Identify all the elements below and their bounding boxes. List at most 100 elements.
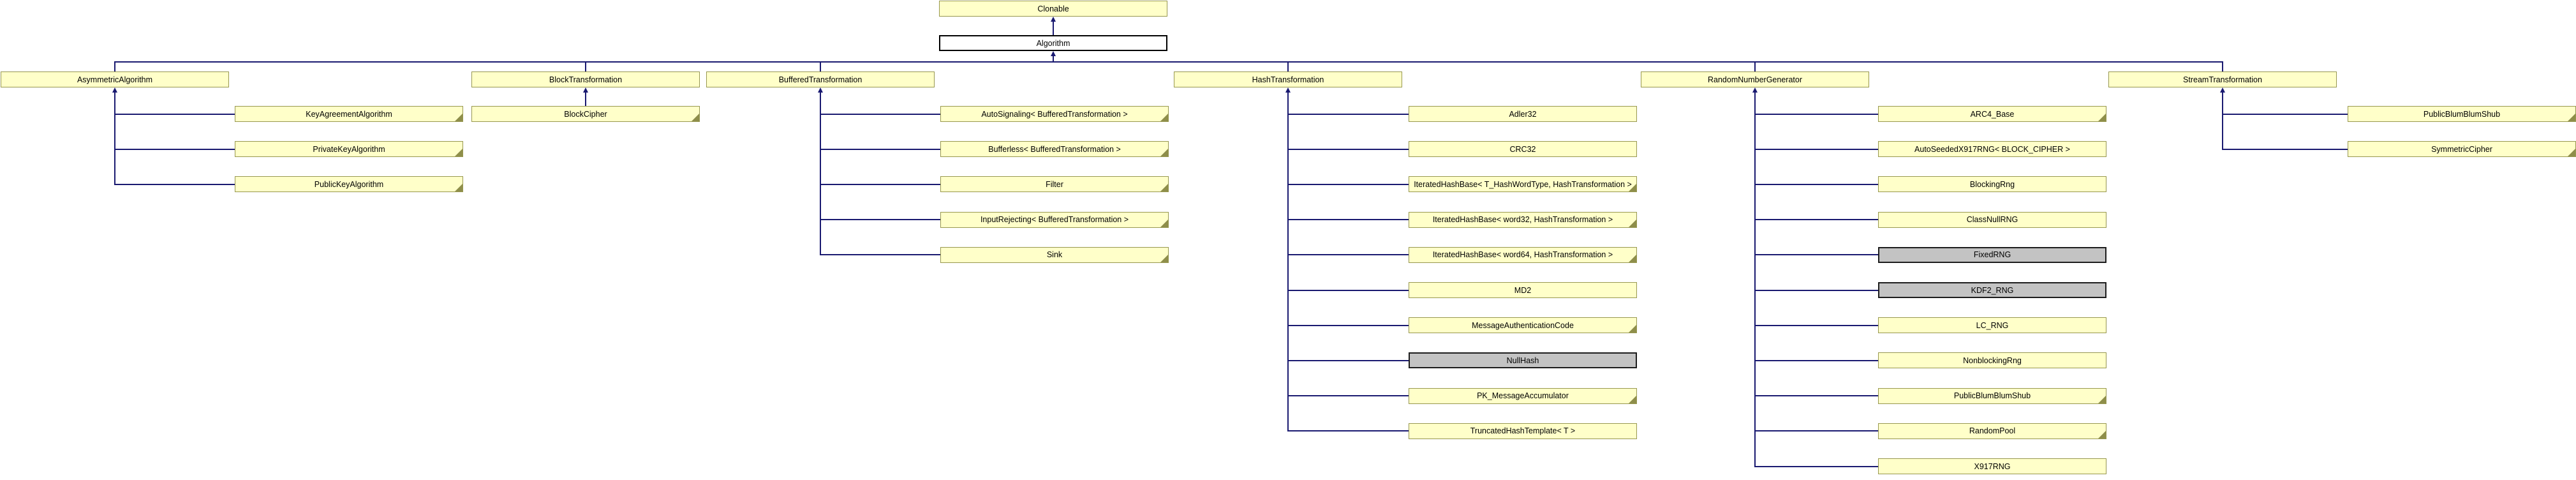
subclasses-fold-icon <box>455 114 463 121</box>
arrow-up-icon <box>1050 17 1056 22</box>
child-edge-branch <box>820 254 940 256</box>
class-node-blockcipher[interactable]: BlockCipher <box>471 106 700 122</box>
child-edge-branch <box>1755 395 1878 397</box>
subclasses-fold-icon <box>692 114 699 121</box>
arrow-up-icon <box>817 87 823 93</box>
class-node-blocktransformation[interactable]: BlockTransformation <box>471 71 700 87</box>
arrow-up-icon <box>582 87 588 93</box>
subclasses-fold-icon <box>1629 219 1636 227</box>
child-edge-branch <box>1755 113 1878 115</box>
child-edge-branch <box>1288 219 1409 221</box>
child-edge-branch <box>115 113 235 115</box>
child-edge-branch <box>1288 113 1409 115</box>
class-node-arc4-base[interactable]: ARC4_Base <box>1878 106 2106 122</box>
child-edge-branch <box>1288 359 1409 361</box>
class-node-symmetriccipher[interactable]: SymmetricCipher <box>2348 141 2576 158</box>
subclasses-fold-icon <box>455 184 463 192</box>
class-node-publickeyalgorithm[interactable]: PublicKeyAlgorithm <box>235 176 463 193</box>
class-node-publicblumblumshub[interactable]: PublicBlumBlumShub <box>2348 106 2576 122</box>
child-edge-branch <box>1755 359 1878 361</box>
subclasses-fold-icon <box>455 149 463 157</box>
class-node-autosignaling-bufferedtransformation[interactable]: AutoSignaling< BufferedTransformation > <box>940 106 1169 122</box>
subclasses-fold-icon <box>2568 149 2575 157</box>
child-edge-branch <box>1288 324 1409 326</box>
class-node-randomnumbergenerator[interactable]: RandomNumberGenerator <box>1641 71 1869 87</box>
class-node-md2[interactable]: MD2 <box>1409 282 1637 298</box>
class-node-iteratedhashbase-word64-hashtransformation[interactable]: IteratedHashBase< word64, HashTransforma… <box>1409 246 1637 263</box>
inheritance-edge-vertical <box>1053 22 1054 35</box>
class-node-inputrejecting-bufferedtransformation[interactable]: InputRejecting< BufferedTransformation > <box>940 211 1169 228</box>
subclasses-fold-icon <box>1629 395 1636 403</box>
class-node-iteratedhashbase-word32-hashtransformation[interactable]: IteratedHashBase< word32, HashTransforma… <box>1409 211 1637 228</box>
trunk-drop-edge <box>1754 61 1756 71</box>
arrow-up-icon <box>1285 87 1291 93</box>
child-edge <box>820 93 821 256</box>
class-node-streamtransformation[interactable]: StreamTransformation <box>2108 71 2337 87</box>
class-node-publicblumblumshub[interactable]: PublicBlumBlumShub <box>1878 387 2106 404</box>
class-node-x917rng[interactable]: X917RNG <box>1878 458 2106 474</box>
child-edge-branch <box>1755 289 1878 291</box>
class-node-lc-rng[interactable]: LC_RNG <box>1878 317 2106 334</box>
child-edge-branch <box>115 183 235 185</box>
class-node-filter[interactable]: Filter <box>940 176 1169 193</box>
class-node-clonable[interactable]: Clonable <box>939 1 1167 17</box>
child-edge-branch <box>820 148 940 150</box>
class-node-hashtransformation[interactable]: HashTransformation <box>1174 71 1402 87</box>
arrow-up-icon <box>1050 51 1056 56</box>
arrow-up-icon <box>1752 87 1758 93</box>
class-node-algorithm: Algorithm <box>939 35 1167 51</box>
class-node-bufferedtransformation[interactable]: BufferedTransformation <box>706 71 935 87</box>
trunk-drop-edge <box>820 61 821 71</box>
class-node-keyagreementalgorithm[interactable]: KeyAgreementAlgorithm <box>235 106 463 122</box>
child-edge-branch <box>1288 430 1409 432</box>
class-node-randompool[interactable]: RandomPool <box>1878 423 2106 439</box>
class-node-truncatedhashtemplate-t[interactable]: TruncatedHashTemplate< T > <box>1409 423 1637 439</box>
child-edge <box>1287 93 1289 432</box>
class-node-crc32[interactable]: CRC32 <box>1409 141 1637 158</box>
inheritance-edge-vertical <box>1053 56 1054 62</box>
child-edge-branch <box>820 183 940 185</box>
child-edge-branch <box>2223 113 2348 115</box>
arrow-up-icon <box>2219 87 2225 93</box>
child-edge-branch <box>115 148 235 150</box>
class-node-nullhash: NullHash <box>1409 352 1637 369</box>
trunk-drop-edge <box>585 61 586 71</box>
class-node-autoseededx917rng-block-cipher[interactable]: AutoSeededX917RNG< BLOCK_CIPHER > <box>1878 141 2106 158</box>
subclasses-fold-icon <box>2098 395 2106 403</box>
class-node-pk-messageaccumulator[interactable]: PK_MessageAccumulator <box>1409 387 1637 404</box>
child-edge-branch <box>1755 465 1878 467</box>
subclasses-fold-icon <box>1160 254 1168 262</box>
child-edge-branch <box>1288 254 1409 256</box>
class-node-nonblockingrng[interactable]: NonblockingRng <box>1878 352 2106 369</box>
child-edge-branch <box>1755 219 1878 221</box>
child-edge-branch <box>1288 395 1409 397</box>
trunk-drop-edge <box>114 61 115 71</box>
child-edge-branch <box>1755 183 1878 185</box>
child-edge <box>2222 93 2223 150</box>
child-edge-branch <box>820 219 940 221</box>
trunk-drop-edge <box>1287 61 1289 71</box>
class-node-asymmetricalgorithm[interactable]: AsymmetricAlgorithm <box>1 71 229 87</box>
subclasses-fold-icon <box>2568 114 2575 121</box>
class-node-blockingrng[interactable]: BlockingRng <box>1878 176 2106 193</box>
child-edge-branch <box>1288 289 1409 291</box>
child-edge-branch <box>1755 324 1878 326</box>
class-node-adler32[interactable]: Adler32 <box>1409 106 1637 122</box>
child-edge-branch <box>1755 254 1878 256</box>
child-edge-branch <box>1288 148 1409 150</box>
class-node-messageauthenticationcode[interactable]: MessageAuthenticationCode <box>1409 317 1637 334</box>
child-edge-branch <box>1288 183 1409 185</box>
class-node-bufferless-bufferedtransformation[interactable]: Bufferless< BufferedTransformation > <box>940 141 1169 158</box>
class-node-privatekeyalgorithm[interactable]: PrivateKeyAlgorithm <box>235 141 463 158</box>
class-node-sink[interactable]: Sink <box>940 246 1169 263</box>
trunk-drop-edge <box>2222 61 2223 71</box>
inheritance-trunk <box>115 61 2223 63</box>
subclasses-fold-icon <box>1629 325 1636 333</box>
child-edge <box>114 93 115 185</box>
subclasses-fold-icon <box>1160 219 1168 227</box>
subclasses-fold-icon <box>2098 114 2106 121</box>
class-node-iteratedhashbase-t-hashwordtype-hashtransformation[interactable]: IteratedHashBase< T_HashWordType, HashTr… <box>1409 176 1637 193</box>
class-node-fixedrng: FixedRNG <box>1878 246 2106 263</box>
class-node-classnullrng[interactable]: ClassNullRNG <box>1878 211 2106 228</box>
child-edge-branch <box>1755 430 1878 432</box>
